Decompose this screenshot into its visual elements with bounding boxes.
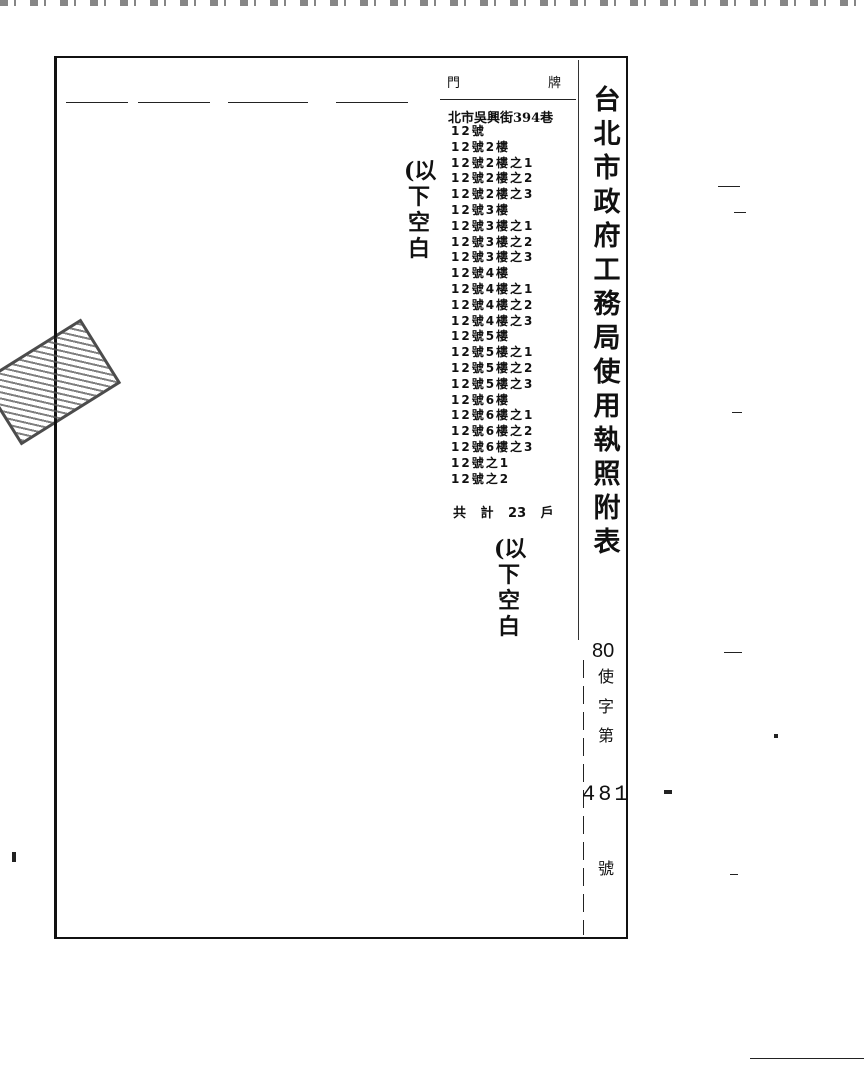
list-item: 12號5樓之3 bbox=[451, 376, 535, 391]
list-item: 12號6樓之1 bbox=[451, 408, 535, 423]
list-item: 12號4樓 bbox=[451, 266, 511, 281]
scan-edge-line bbox=[750, 1058, 864, 1059]
street-name: 北市吳興街394巷 bbox=[448, 111, 554, 126]
household-total: 共 計 23 戶 bbox=[453, 506, 554, 521]
list-item: 12號3樓之2 bbox=[451, 234, 535, 249]
list-item: 12號 bbox=[451, 124, 486, 138]
list-item: 12號4樓之1 bbox=[451, 281, 535, 296]
list-item: 12號2樓 bbox=[451, 139, 511, 154]
document-title: 台 北 市 政 府 工 務 局 使 用 執 照 附 表 bbox=[593, 85, 621, 558]
list-item: 12號5樓之2 bbox=[451, 360, 535, 375]
list-item: 12號3樓之3 bbox=[451, 250, 535, 265]
list-item: 12號2樓之2 bbox=[451, 171, 535, 186]
document-frame bbox=[54, 56, 628, 939]
permit-suffix: 號 bbox=[598, 859, 615, 878]
blank-row-rule bbox=[138, 102, 210, 103]
scan-speck bbox=[12, 852, 16, 862]
permit-word: 第 bbox=[598, 726, 615, 745]
permit-column-divider bbox=[583, 660, 584, 935]
blank-row-rule bbox=[66, 102, 128, 103]
scan-speck bbox=[724, 652, 742, 653]
blank-below-note: (以 下 空 白 bbox=[494, 536, 527, 640]
scan-noise-top bbox=[0, 0, 864, 6]
header-door: 門 bbox=[447, 76, 461, 91]
list-item: 12號之2 bbox=[451, 471, 511, 486]
permit-word: 使 bbox=[598, 667, 615, 686]
blank-below-note: (以 下 空 白 bbox=[404, 158, 437, 262]
header-rule bbox=[440, 99, 576, 100]
list-item: 12號4樓之2 bbox=[451, 297, 535, 312]
list-item: 12號之1 bbox=[451, 455, 511, 470]
permit-number: 481 bbox=[582, 782, 631, 807]
scan-speck bbox=[664, 790, 672, 794]
scan-speck bbox=[730, 874, 738, 875]
list-item: 12號2樓之3 bbox=[451, 187, 535, 202]
blank-row-rule bbox=[228, 102, 308, 103]
list-item: 12號5樓之1 bbox=[451, 345, 535, 360]
header-plate: 牌 bbox=[548, 76, 562, 91]
scan-speck bbox=[734, 212, 746, 213]
address-list: 12號 12號2樓 12號2樓之1 12號2樓之2 12號2樓之3 12號3樓 … bbox=[451, 124, 534, 487]
list-item: 12號2樓之1 bbox=[451, 155, 535, 170]
list-item: 12號3樓 bbox=[451, 202, 511, 217]
permit-word: 字 bbox=[598, 697, 615, 716]
permit-year: 80 bbox=[592, 640, 615, 662]
title-column-divider bbox=[578, 60, 579, 640]
list-item: 12號4樓之3 bbox=[451, 313, 535, 328]
scan-speck bbox=[718, 186, 740, 187]
list-item: 12號6樓之2 bbox=[451, 424, 535, 439]
list-item: 12號6樓之3 bbox=[451, 439, 535, 454]
scan-speck bbox=[732, 412, 742, 413]
blank-row-rule bbox=[336, 102, 408, 103]
scan-speck bbox=[774, 734, 778, 738]
list-item: 12號3樓之1 bbox=[451, 218, 535, 233]
list-item: 12號5樓 bbox=[451, 329, 511, 344]
list-item: 12號6樓 bbox=[451, 392, 511, 407]
